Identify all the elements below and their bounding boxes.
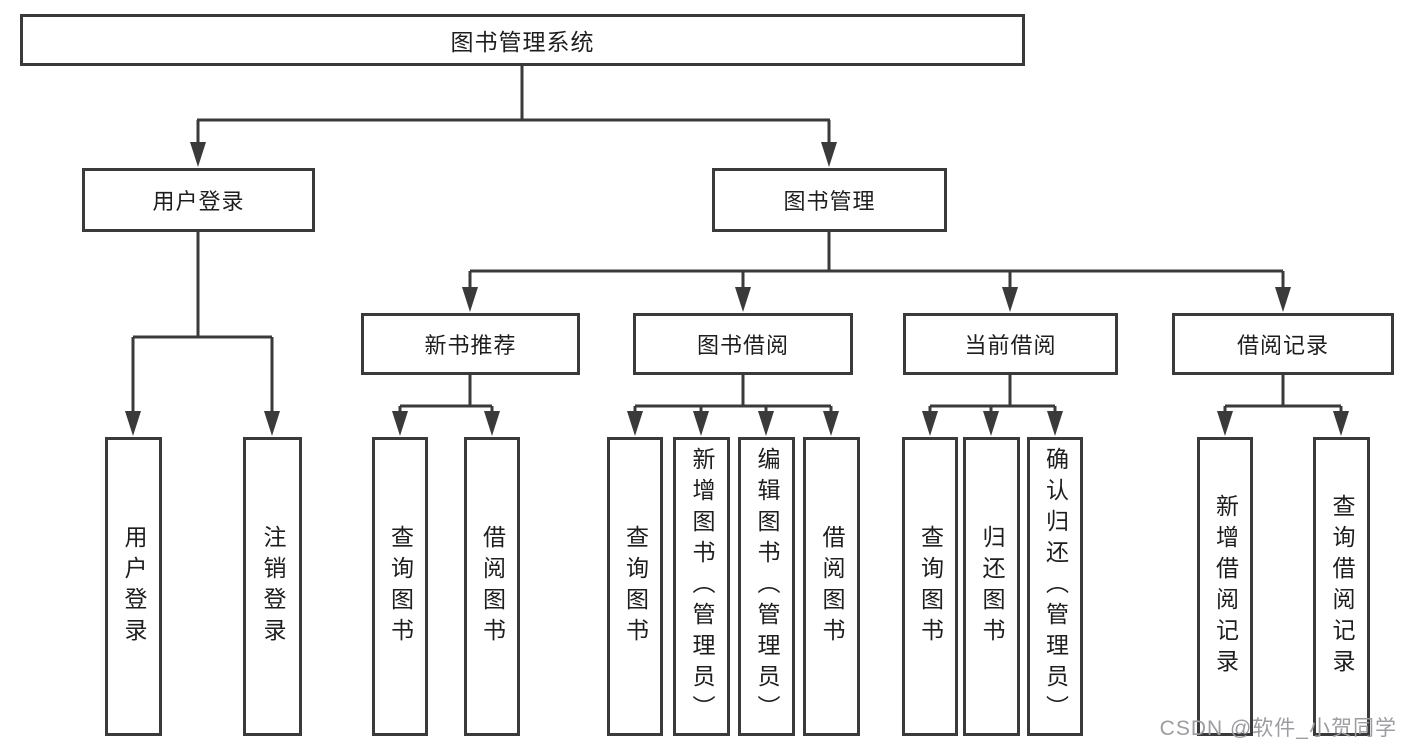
module-new-book-recommend-label: 新书推荐 bbox=[424, 333, 517, 358]
leaf-confirm-return-admin: 确认归还（管理员） bbox=[1027, 437, 1083, 736]
watermark: CSDN @软件_小贺同学 bbox=[1159, 717, 1397, 740]
leaf-borrow-books-recommend: 借阅图书 bbox=[464, 437, 520, 736]
leaf-return-books-label: 归还图书 bbox=[979, 524, 1005, 649]
module-current-borrow-label: 当前借阅 bbox=[964, 333, 1057, 358]
leaf-query-books-borrow: 查询图书 bbox=[607, 437, 663, 736]
leaf-logout-label: 注销登录 bbox=[260, 524, 286, 649]
leaf-add-books-admin: 新增图书（管理员） bbox=[673, 437, 730, 736]
leaf-query-books-recommend-label: 查询图书 bbox=[387, 524, 414, 649]
module-new-book-recommend: 新书推荐 bbox=[361, 313, 580, 375]
module-borrow-records-label: 借阅记录 bbox=[1236, 333, 1329, 358]
leaf-borrow-books-label: 借阅图书 bbox=[819, 524, 845, 649]
module-borrow-records: 借阅记录 bbox=[1172, 313, 1394, 375]
leaf-borrow-books-recommend-label: 借阅图书 bbox=[479, 524, 506, 649]
branch-book-management-label: 图书管理 bbox=[783, 189, 876, 214]
leaf-edit-books-admin: 编辑图书（管理员） bbox=[738, 437, 795, 736]
leaf-confirm-return-admin-label: 确认归还（管理员） bbox=[1042, 447, 1069, 726]
module-current-borrow: 当前借阅 bbox=[903, 313, 1118, 375]
module-book-borrow: 图书借阅 bbox=[633, 313, 853, 375]
leaf-user-login: 用户登录 bbox=[105, 437, 162, 736]
leaf-add-borrow-record: 新增借阅记录 bbox=[1197, 437, 1253, 736]
leaf-add-borrow-record-label: 新增借阅记录 bbox=[1212, 493, 1239, 680]
leaf-query-books-recommend: 查询图书 bbox=[372, 437, 428, 736]
leaf-borrow-books: 借阅图书 bbox=[803, 437, 860, 736]
branch-user-login: 用户登录 bbox=[82, 168, 315, 232]
root-node-label: 图书管理系统 bbox=[450, 29, 595, 55]
leaf-query-borrow-record-label: 查询借阅记录 bbox=[1329, 493, 1355, 680]
leaf-query-books-borrow-label: 查询图书 bbox=[622, 524, 649, 649]
connector-wire-path bbox=[131, 66, 1343, 414]
leaf-return-books: 归还图书 bbox=[963, 437, 1020, 736]
arrowheads-path bbox=[125, 142, 1349, 436]
leaf-user-login-label: 用户登录 bbox=[121, 524, 147, 649]
branch-book-management: 图书管理 bbox=[712, 168, 947, 232]
leaf-logout: 注销登录 bbox=[243, 437, 302, 736]
branch-user-login-label: 用户登录 bbox=[152, 189, 245, 214]
leaf-query-books-current-label: 查询图书 bbox=[917, 524, 944, 649]
root-node-library-system: 图书管理系统 bbox=[20, 14, 1025, 66]
leaf-query-books-current: 查询图书 bbox=[902, 437, 958, 736]
leaf-add-books-admin-label: 新增图书（管理员） bbox=[689, 447, 715, 726]
leaf-query-borrow-record: 查询借阅记录 bbox=[1313, 437, 1370, 736]
module-book-borrow-label: 图书借阅 bbox=[696, 333, 789, 358]
leaf-edit-books-admin-label: 编辑图书（管理员） bbox=[754, 447, 780, 726]
